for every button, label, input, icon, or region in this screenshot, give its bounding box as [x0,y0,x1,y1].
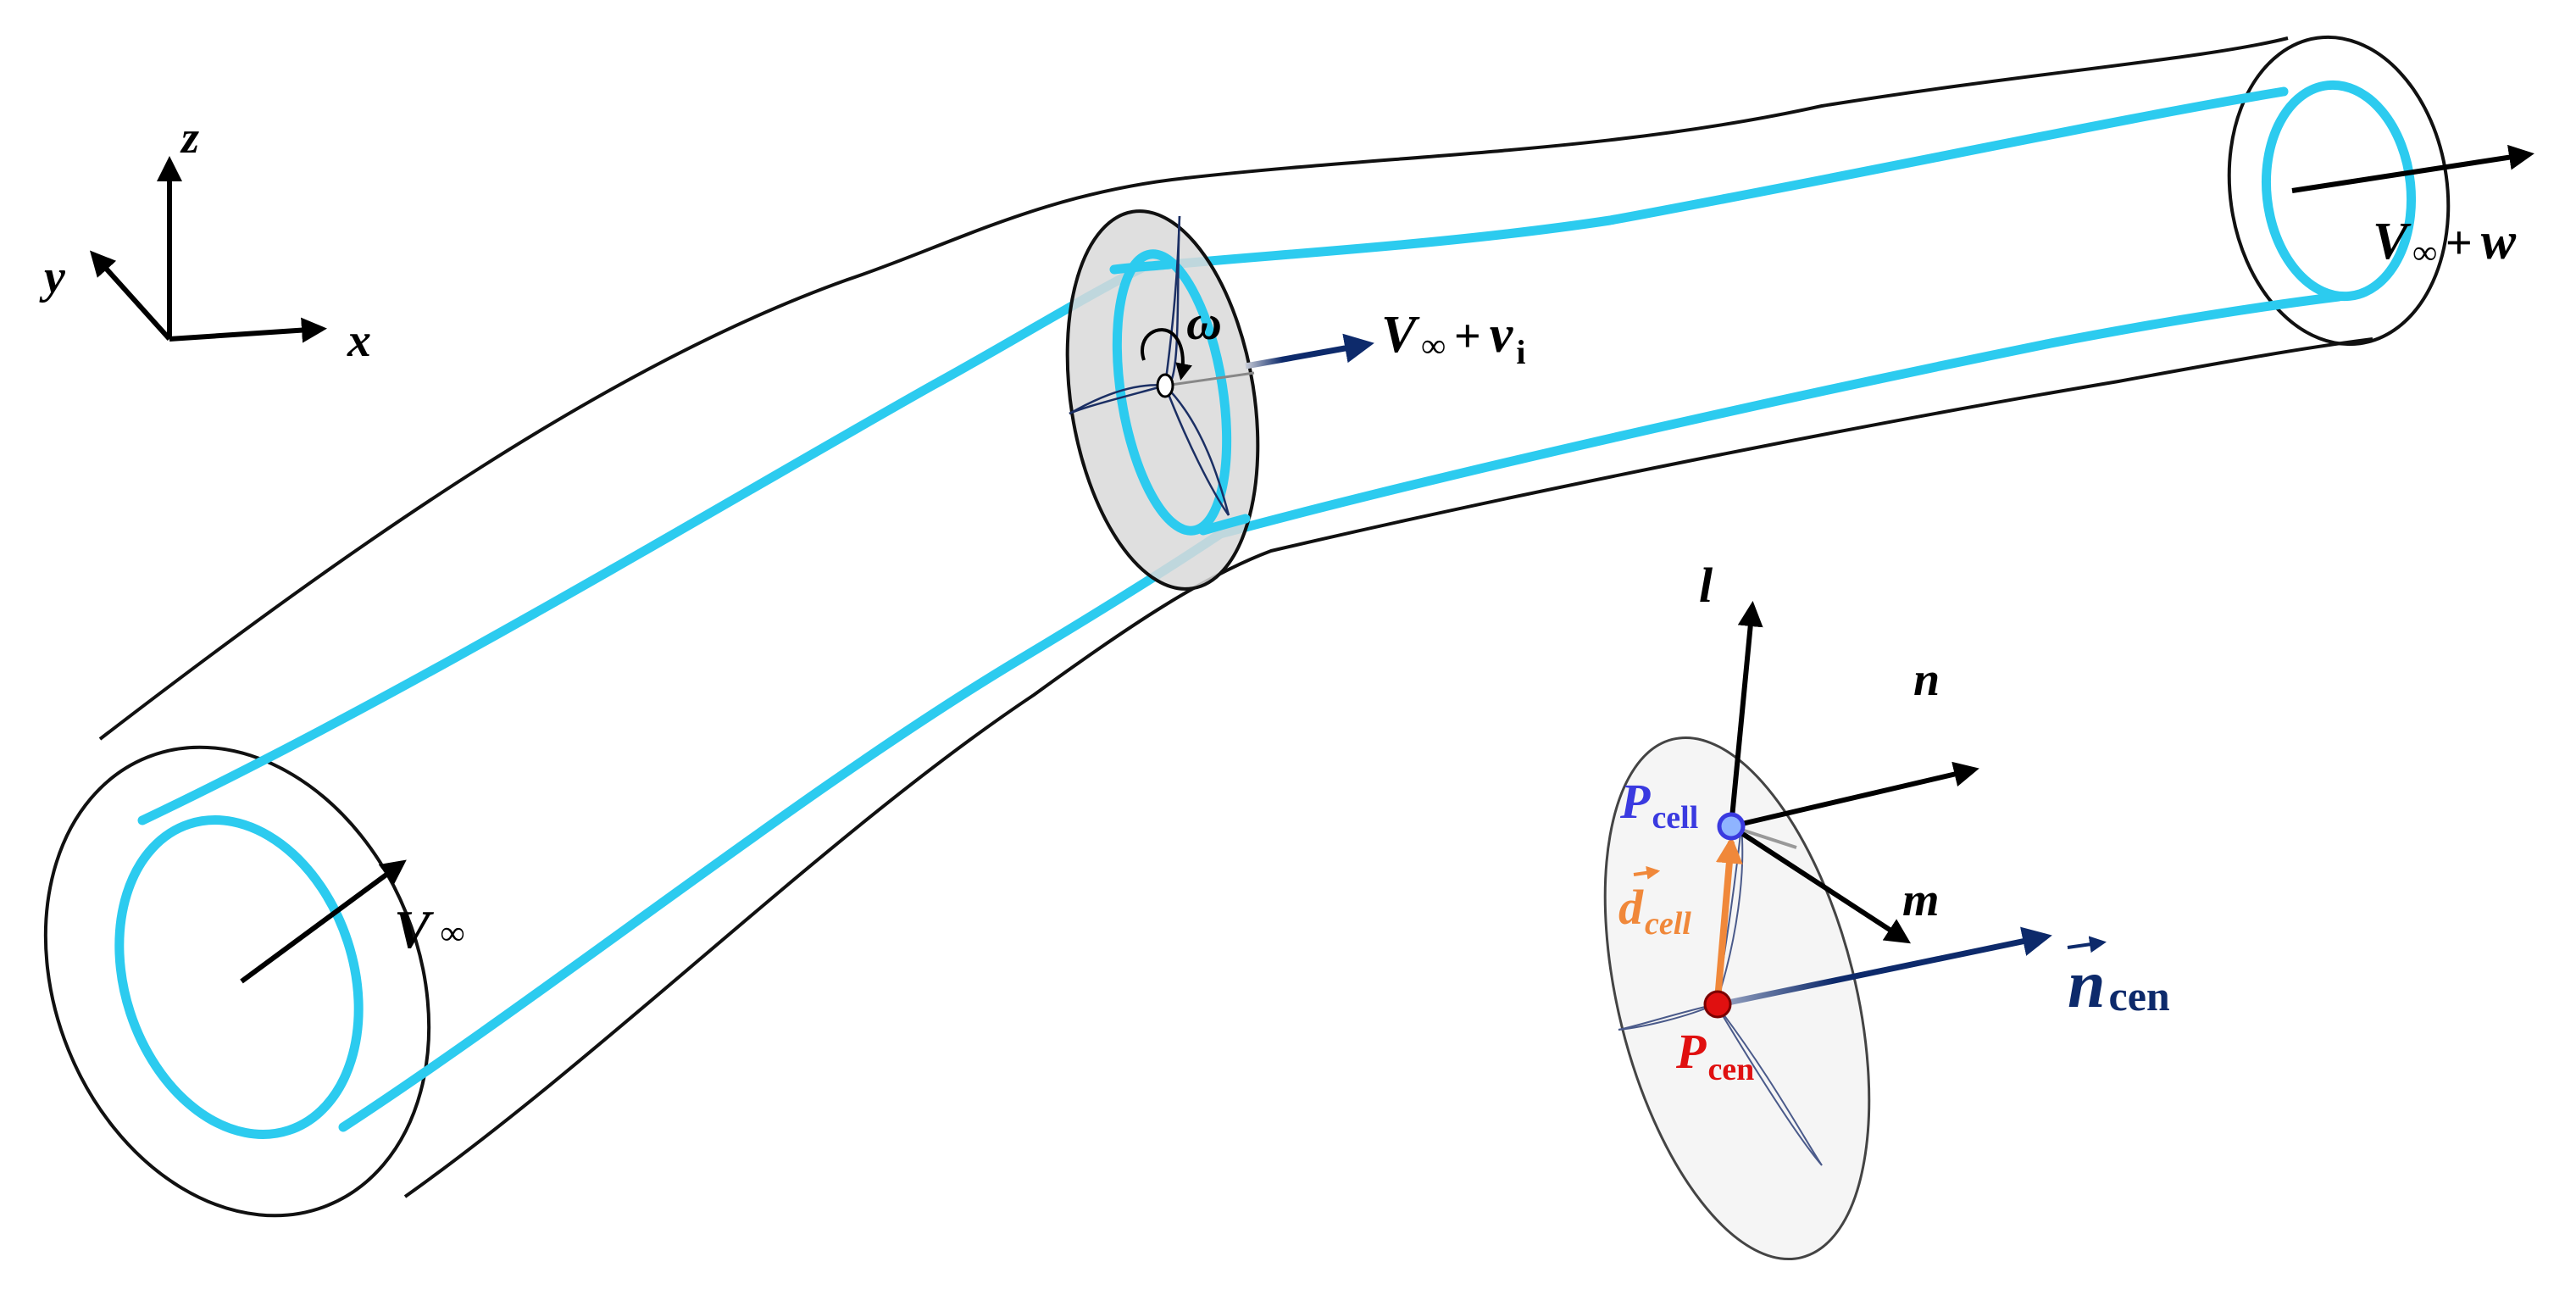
rotor-velocity-arrow [1245,333,1374,370]
outer-tube-outlet-ring [2227,35,2451,347]
p-cell-label: Pcell [1619,774,1698,836]
d-cell-arrow [1714,836,1743,1001]
d-cell-label: dcell [1618,865,1691,942]
local-disk-detail [1603,601,2052,1261]
stream-tube-lower-line [338,292,2344,1132]
n-axis-label: n [1913,653,1940,706]
outlet-velocity-arrow [2291,144,2534,193]
outer-tube-inlet-ring [43,745,431,1218]
coordinate-axes [89,156,327,343]
rotor-disk [1065,209,1260,591]
stream-tube-inlet-ring [114,815,364,1139]
rotor-blades [1069,215,1230,516]
n-cen-arrow [1719,926,2052,1008]
x-axis-label: x [347,314,371,367]
outer-tube [43,35,2451,1218]
stream-tube-outlet-ring [2261,80,2417,302]
n-cen-label: ncen [2067,936,2170,1022]
l-axis-label: l [1699,558,1713,613]
outlet-velocity-label: V∞+w [2373,213,2517,271]
omega-rotation-arrow [1141,328,1192,381]
n-axis-arrow [1730,761,1979,829]
inlet-v-label: V∞ [394,899,464,959]
outer-tube-bottom-edge [403,337,2373,1198]
z-axis-label: z [180,112,199,163]
svg-text:ncen: ncen [2068,948,2170,1022]
outer-tube-top-edge [98,36,2289,741]
y-axis-label: y [39,251,66,303]
l-axis-arrow [1729,601,1763,827]
svg-text:dcell: dcell [1618,880,1691,942]
omega-label: ω [1186,295,1222,350]
rotor-stream-ring [1112,249,1232,536]
m-axis-arrow [1729,824,1912,944]
rotor-hub [1156,373,1174,398]
y-axis-arrow [89,250,172,342]
inlet-velocity-arrow [240,859,407,984]
rotor-disk-ellipse [1065,209,1260,591]
p-cell-point [1717,812,1746,841]
rotor-axis-stub [1164,371,1255,387]
p-cen-point [1703,990,1732,1019]
p-cen-label: Pcen [1675,1024,1754,1087]
m-axis-label: m [1902,874,1940,926]
x-axis-arrow [169,317,327,343]
